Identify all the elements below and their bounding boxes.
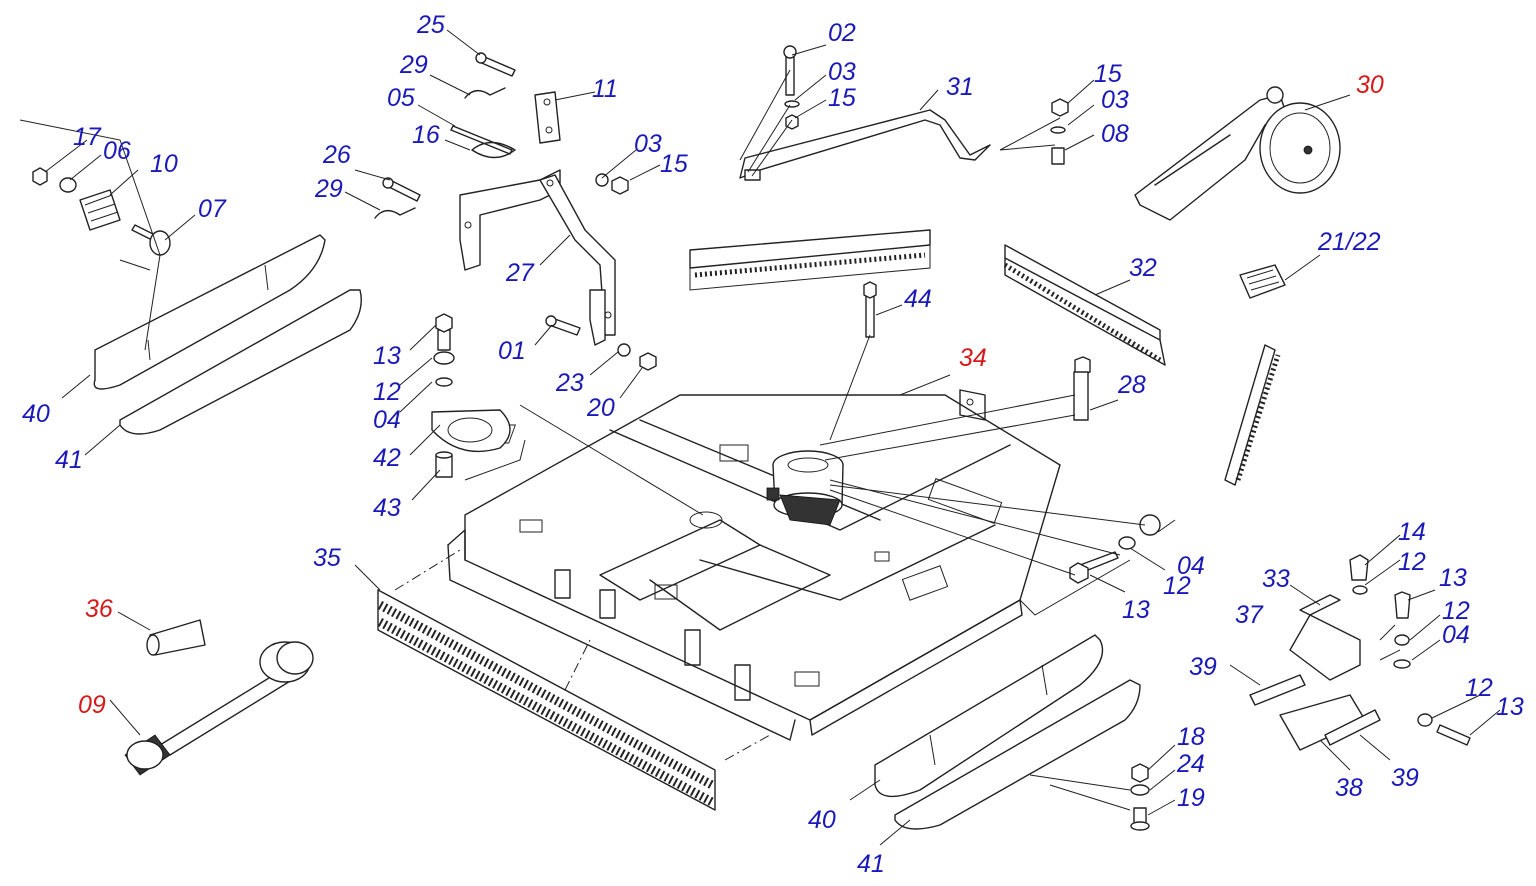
label-24: 24	[1176, 750, 1205, 778]
label-12-bracket-b: 12	[1442, 597, 1470, 625]
arm-31	[739, 45, 1069, 181]
label-04-center: 04	[373, 406, 401, 434]
label-40-right: 40	[808, 806, 836, 834]
label-25: 25	[416, 11, 445, 39]
label-35: 35	[313, 544, 341, 572]
front-chain-guard	[377, 549, 771, 811]
label-13-bracket-a: 13	[1439, 564, 1467, 592]
label-01: 01	[498, 337, 526, 365]
label-31: 31	[946, 73, 974, 101]
label-33: 33	[1262, 565, 1290, 593]
label-03-hitch: 03	[634, 130, 662, 158]
label-12-center: 12	[373, 378, 401, 406]
label-07: 07	[198, 195, 227, 223]
label-32: 32	[1129, 254, 1157, 282]
chain-guards	[689, 229, 1281, 486]
label-20: 20	[586, 394, 615, 422]
label-11: 11	[592, 75, 618, 103]
label-38: 38	[1335, 774, 1363, 802]
left-small-parts	[32, 167, 171, 256]
right-small-parts	[863, 281, 1161, 584]
label-26: 26	[322, 141, 351, 169]
label-13-deck: 13	[1122, 596, 1150, 624]
label-43: 43	[373, 494, 401, 522]
label-36: 36	[85, 595, 113, 623]
label-39b: 39	[1391, 764, 1419, 792]
label-15-arm-right: 15	[1094, 60, 1122, 88]
leader-lines	[19, 29, 1501, 846]
label-04-bracket: 04	[1442, 621, 1470, 649]
right-brackets	[1130, 554, 1471, 831]
label-03-arm: 03	[828, 58, 856, 86]
part-labels: 25 29 11 05 16 26 29 03 15 27 01 23 20 1…	[22, 11, 1524, 878]
label-14: 14	[1398, 518, 1426, 546]
label-40-left: 40	[22, 400, 50, 428]
label-05: 05	[387, 84, 415, 112]
label-17: 17	[73, 123, 102, 151]
label-12-bracket-c: 12	[1465, 674, 1493, 702]
label-12-bracket-a: 12	[1398, 548, 1426, 576]
pto-shaft	[124, 619, 314, 776]
label-27: 27	[505, 259, 535, 287]
label-06: 06	[103, 137, 131, 165]
label-02: 02	[828, 19, 856, 47]
decal-plate	[1239, 264, 1286, 299]
label-09: 09	[78, 691, 106, 719]
label-19: 19	[1177, 784, 1205, 812]
label-34: 34	[959, 344, 987, 372]
hitch-assembly	[374, 52, 657, 371]
label-03-arm-right: 03	[1101, 86, 1129, 114]
label-13-center: 13	[373, 342, 401, 370]
label-10: 10	[150, 150, 178, 178]
label-13-bracket-c: 13	[1496, 693, 1524, 721]
label-04-deck: 04	[1177, 552, 1205, 580]
label-37: 37	[1235, 601, 1264, 629]
label-30: 30	[1356, 71, 1384, 99]
left-skids	[93, 234, 362, 435]
label-41-left: 41	[55, 446, 83, 474]
label-21-22: 21/22	[1317, 228, 1381, 256]
label-39a: 39	[1189, 653, 1217, 681]
mower-deck	[447, 389, 1061, 741]
wheel-assembly	[1134, 86, 1341, 221]
label-15-arm: 15	[828, 84, 856, 112]
label-44: 44	[904, 285, 932, 313]
label-29b: 29	[314, 175, 343, 203]
label-41-right: 41	[857, 850, 885, 878]
label-42: 42	[373, 444, 401, 472]
label-28: 28	[1117, 371, 1146, 399]
gearbox	[766, 450, 844, 526]
label-12-deck: 12	[1163, 572, 1191, 600]
label-23: 23	[555, 369, 584, 397]
label-08: 08	[1101, 120, 1129, 148]
right-skids	[874, 634, 1141, 830]
label-15-hitch: 15	[660, 150, 688, 178]
label-18: 18	[1177, 723, 1205, 751]
label-29a: 29	[399, 51, 428, 79]
center-small-parts	[431, 313, 511, 478]
label-16: 16	[412, 121, 440, 149]
